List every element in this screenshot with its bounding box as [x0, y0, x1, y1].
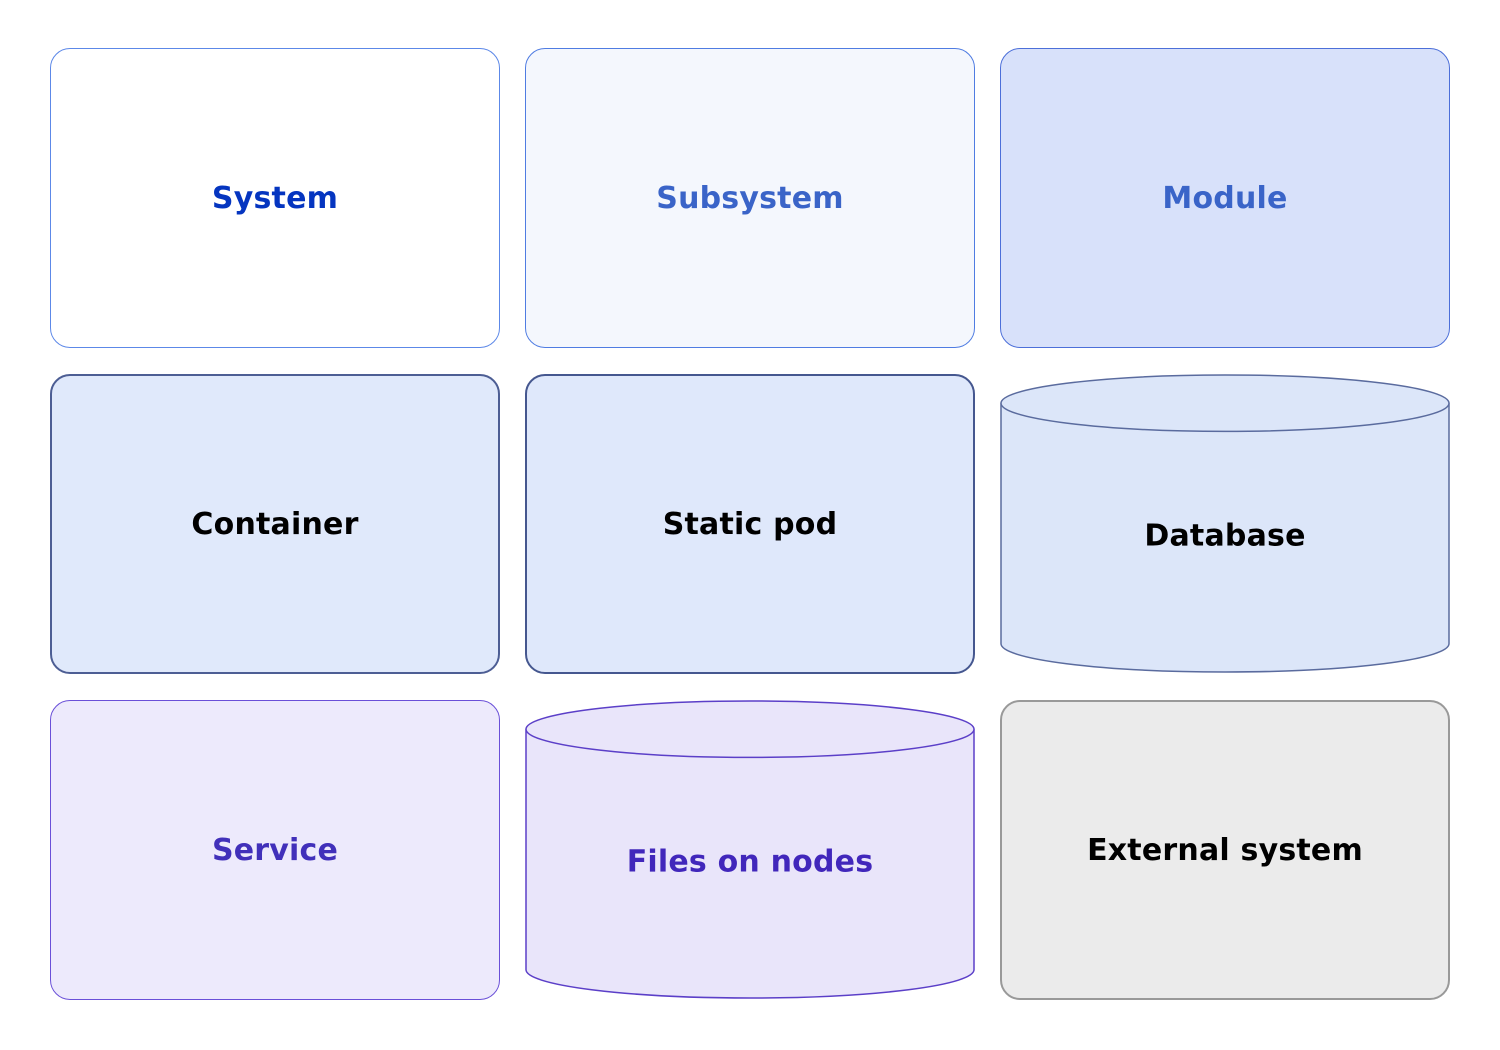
legend-item-container: Container	[50, 374, 500, 674]
legend-item-system: System	[50, 48, 500, 348]
external-system-label: External system	[1087, 832, 1363, 868]
system-label: System	[211, 180, 339, 216]
database-cylinder-icon	[1000, 374, 1450, 673]
module-label: Module	[1162, 180, 1288, 216]
legend-item-module: Module	[1000, 48, 1450, 348]
legend-item-external-system: External system	[1000, 700, 1450, 1000]
legend-item-database: Database	[1000, 374, 1450, 674]
legend-item-subsystem: Subsystem	[525, 48, 975, 348]
files-on-nodes-cylinder-icon	[525, 700, 975, 999]
legend-item-service: Service	[50, 700, 500, 1000]
legend-item-files-on-nodes: Files on nodes	[525, 700, 975, 1000]
database-label: Database	[1144, 518, 1306, 554]
container-label: Container	[191, 506, 359, 542]
service-label: Service	[211, 832, 339, 868]
legend-item-static-pod: Static pod	[525, 374, 975, 674]
subsystem-label: Subsystem	[656, 180, 844, 216]
static-pod-label: Static pod	[662, 506, 838, 542]
files-on-nodes-label: Files on nodes	[626, 844, 874, 880]
